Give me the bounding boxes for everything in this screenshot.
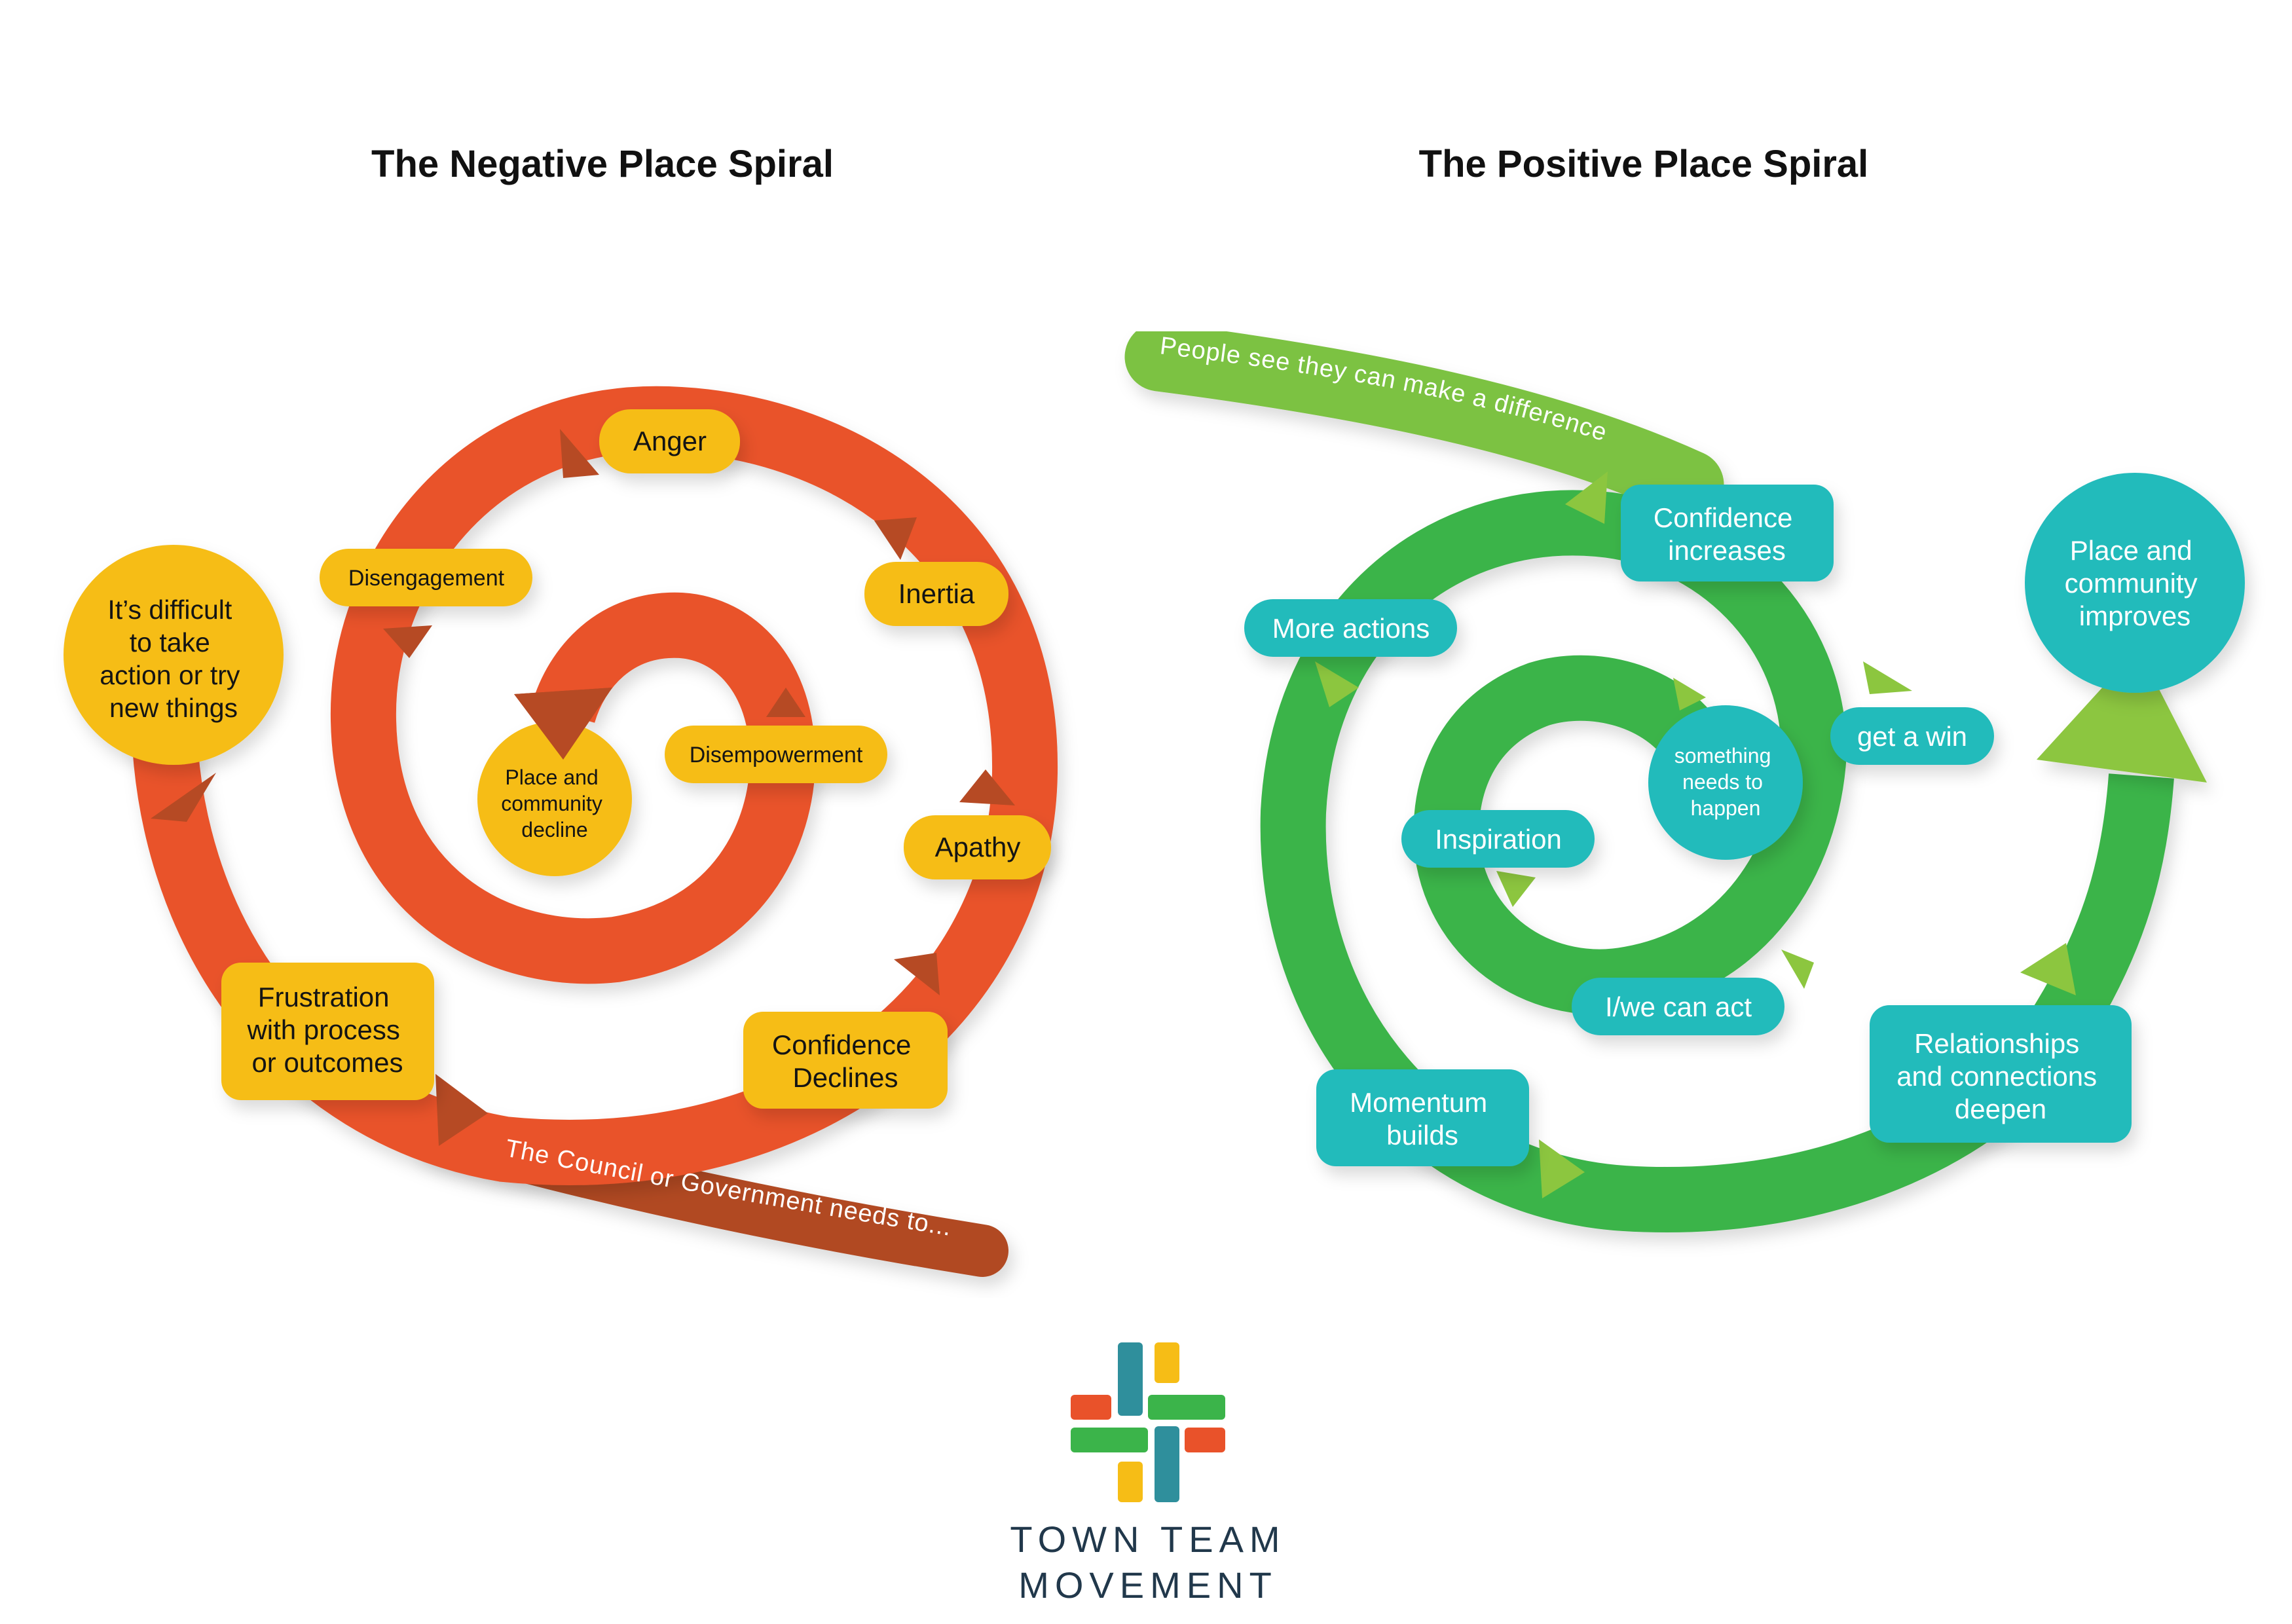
logo-bar <box>1148 1395 1225 1420</box>
positive-arrow-icon <box>1315 661 1359 707</box>
negative-arrow-icon <box>151 773 216 822</box>
svg-text:Place and community: Place and community improves <box>2065 535 2206 631</box>
negative-start-bubble <box>64 545 284 765</box>
frustration-label: or outcomes <box>251 1047 403 1078</box>
more-actions-label: More actions <box>1272 613 1430 644</box>
confidence-declines-label: Confidence <box>772 1029 911 1060</box>
negative-center-arrow-icon <box>514 688 612 760</box>
positive-center-bubble <box>1648 705 1803 860</box>
positive-label-more-actions <box>1244 599 1457 657</box>
positive-end-text: Place and <box>2070 535 2192 566</box>
negative-label-disengagement <box>320 549 532 606</box>
get-a-win-label: get a win <box>1857 721 1967 752</box>
negative-center-text: decline <box>521 818 587 841</box>
apathy-label: Apathy <box>935 832 1021 862</box>
disempowerment-label: Disempowerment <box>690 743 863 767</box>
positive-label-get-a-win <box>1830 707 1994 765</box>
negative-arrow-icon <box>874 517 917 560</box>
positive-arrow-icon <box>1496 871 1536 907</box>
negative-start-text: to take <box>130 627 210 657</box>
positive-spiral: People see they can make a difference so… <box>1124 322 2245 1233</box>
positive-label-confidence-increases <box>1621 485 1834 581</box>
logo-bar <box>1185 1428 1225 1452</box>
positive-label-momentum <box>1316 1069 1529 1166</box>
svg-text:Confidence increases: Confidence increases <box>1654 502 1800 566</box>
negative-label-inertia <box>864 562 1008 626</box>
positive-arrow-icon <box>1539 1139 1585 1198</box>
logo-bar <box>1155 1342 1179 1383</box>
svg-text:It’s difficult to take: It’s difficult to take action or try new… <box>100 595 248 723</box>
relationships-label: deepen <box>1955 1094 2046 1124</box>
confidence-declines-label: Declines <box>792 1062 898 1093</box>
frustration-label: with process <box>246 1014 399 1045</box>
svg-text:Confidence Declines: Confidence Declines <box>772 1029 919 1093</box>
negative-arrow-icon <box>959 769 1015 805</box>
logo-text-line2: MOVEMENT <box>1018 1564 1278 1606</box>
logo-bar <box>1155 1426 1179 1502</box>
negative-label-anger <box>599 409 740 473</box>
frustration-label: Frustration <box>258 982 390 1012</box>
positive-label-relationships <box>1870 1005 2132 1143</box>
relationships-label: and connections <box>1896 1061 2097 1092</box>
town-team-logo <box>1071 1342 1225 1502</box>
positive-center-text: something <box>1674 744 1771 767</box>
logo-bar <box>1118 1462 1143 1502</box>
negative-label-frustration <box>221 963 434 1100</box>
positive-end-text: improves <box>2079 600 2190 631</box>
negative-arrow-icon <box>560 429 599 478</box>
positive-spiral-title: The Positive Place Spiral <box>1419 143 1869 185</box>
negative-arrow-icon <box>766 688 805 717</box>
positive-label-inspiration <box>1401 810 1595 868</box>
negative-arrow-icon <box>894 953 940 995</box>
disengagement-label: Disengagement <box>348 566 505 591</box>
svg-text:Frustration with process: Frustration with process or outcomes <box>246 982 407 1078</box>
momentum-label: Momentum <box>1350 1087 1487 1118</box>
relationships-label: Relationships <box>1914 1028 2079 1059</box>
negative-start-text: action or try <box>100 660 240 690</box>
logo-bar <box>1118 1342 1143 1416</box>
positive-big-arrow-icon <box>2037 648 2207 783</box>
positive-end-text: community <box>2065 568 2198 599</box>
positive-arrow-icon <box>2020 943 2076 995</box>
negative-label-disempowerment <box>665 726 887 783</box>
positive-center-text: needs to <box>1682 770 1763 794</box>
positive-label-we-can-act <box>1572 978 1784 1035</box>
negative-spiral-title: The Negative Place Spiral <box>371 143 834 185</box>
confidence-increases-label: Confidence <box>1654 502 1792 533</box>
negative-label-confidence-declines <box>743 1012 948 1109</box>
negative-center-bubble <box>477 722 632 876</box>
positive-arrow-icon <box>1673 678 1706 710</box>
svg-text:Relationships and connec: Relationships and connections deepen <box>1896 1028 2105 1124</box>
inspiration-label: Inspiration <box>1435 824 1562 855</box>
positive-arrow-icon <box>1781 950 1814 989</box>
negative-arrow-icon <box>383 625 432 658</box>
logo-bar <box>1071 1428 1148 1452</box>
negative-spiral: The Council or Government needs to... It… <box>64 386 1058 1277</box>
positive-center-text: happen <box>1691 796 1761 820</box>
negative-center-text: community <box>501 792 602 815</box>
we-can-act-label: I/we can act <box>1605 991 1752 1022</box>
positive-arrow-icon <box>1565 471 1608 524</box>
negative-center-text: Place and <box>505 766 598 789</box>
negative-start-text: It’s difficult <box>107 595 232 625</box>
negative-start-text: new things <box>109 693 238 723</box>
svg-text:something needs to: something needs to happen <box>1674 744 1777 820</box>
svg-text:Momentum builds: Momentum builds <box>1350 1087 1495 1151</box>
anger-label: Anger <box>633 426 707 456</box>
negative-arrow-icon <box>435 1074 488 1146</box>
momentum-label: builds <box>1386 1120 1458 1151</box>
positive-arrow-icon <box>1863 661 1912 694</box>
inertia-label: Inertia <box>898 578 975 609</box>
logo-bar <box>1071 1395 1111 1420</box>
positive-spiral-tail <box>1124 322 1724 519</box>
positive-end-bubble <box>2025 473 2245 693</box>
svg-text:Place and community: Place and community decline <box>501 766 608 841</box>
confidence-increases-label: increases <box>1668 535 1786 566</box>
logo-text-line1: TOWN TEAM <box>1010 1519 1285 1560</box>
negative-label-apathy <box>904 815 1051 879</box>
